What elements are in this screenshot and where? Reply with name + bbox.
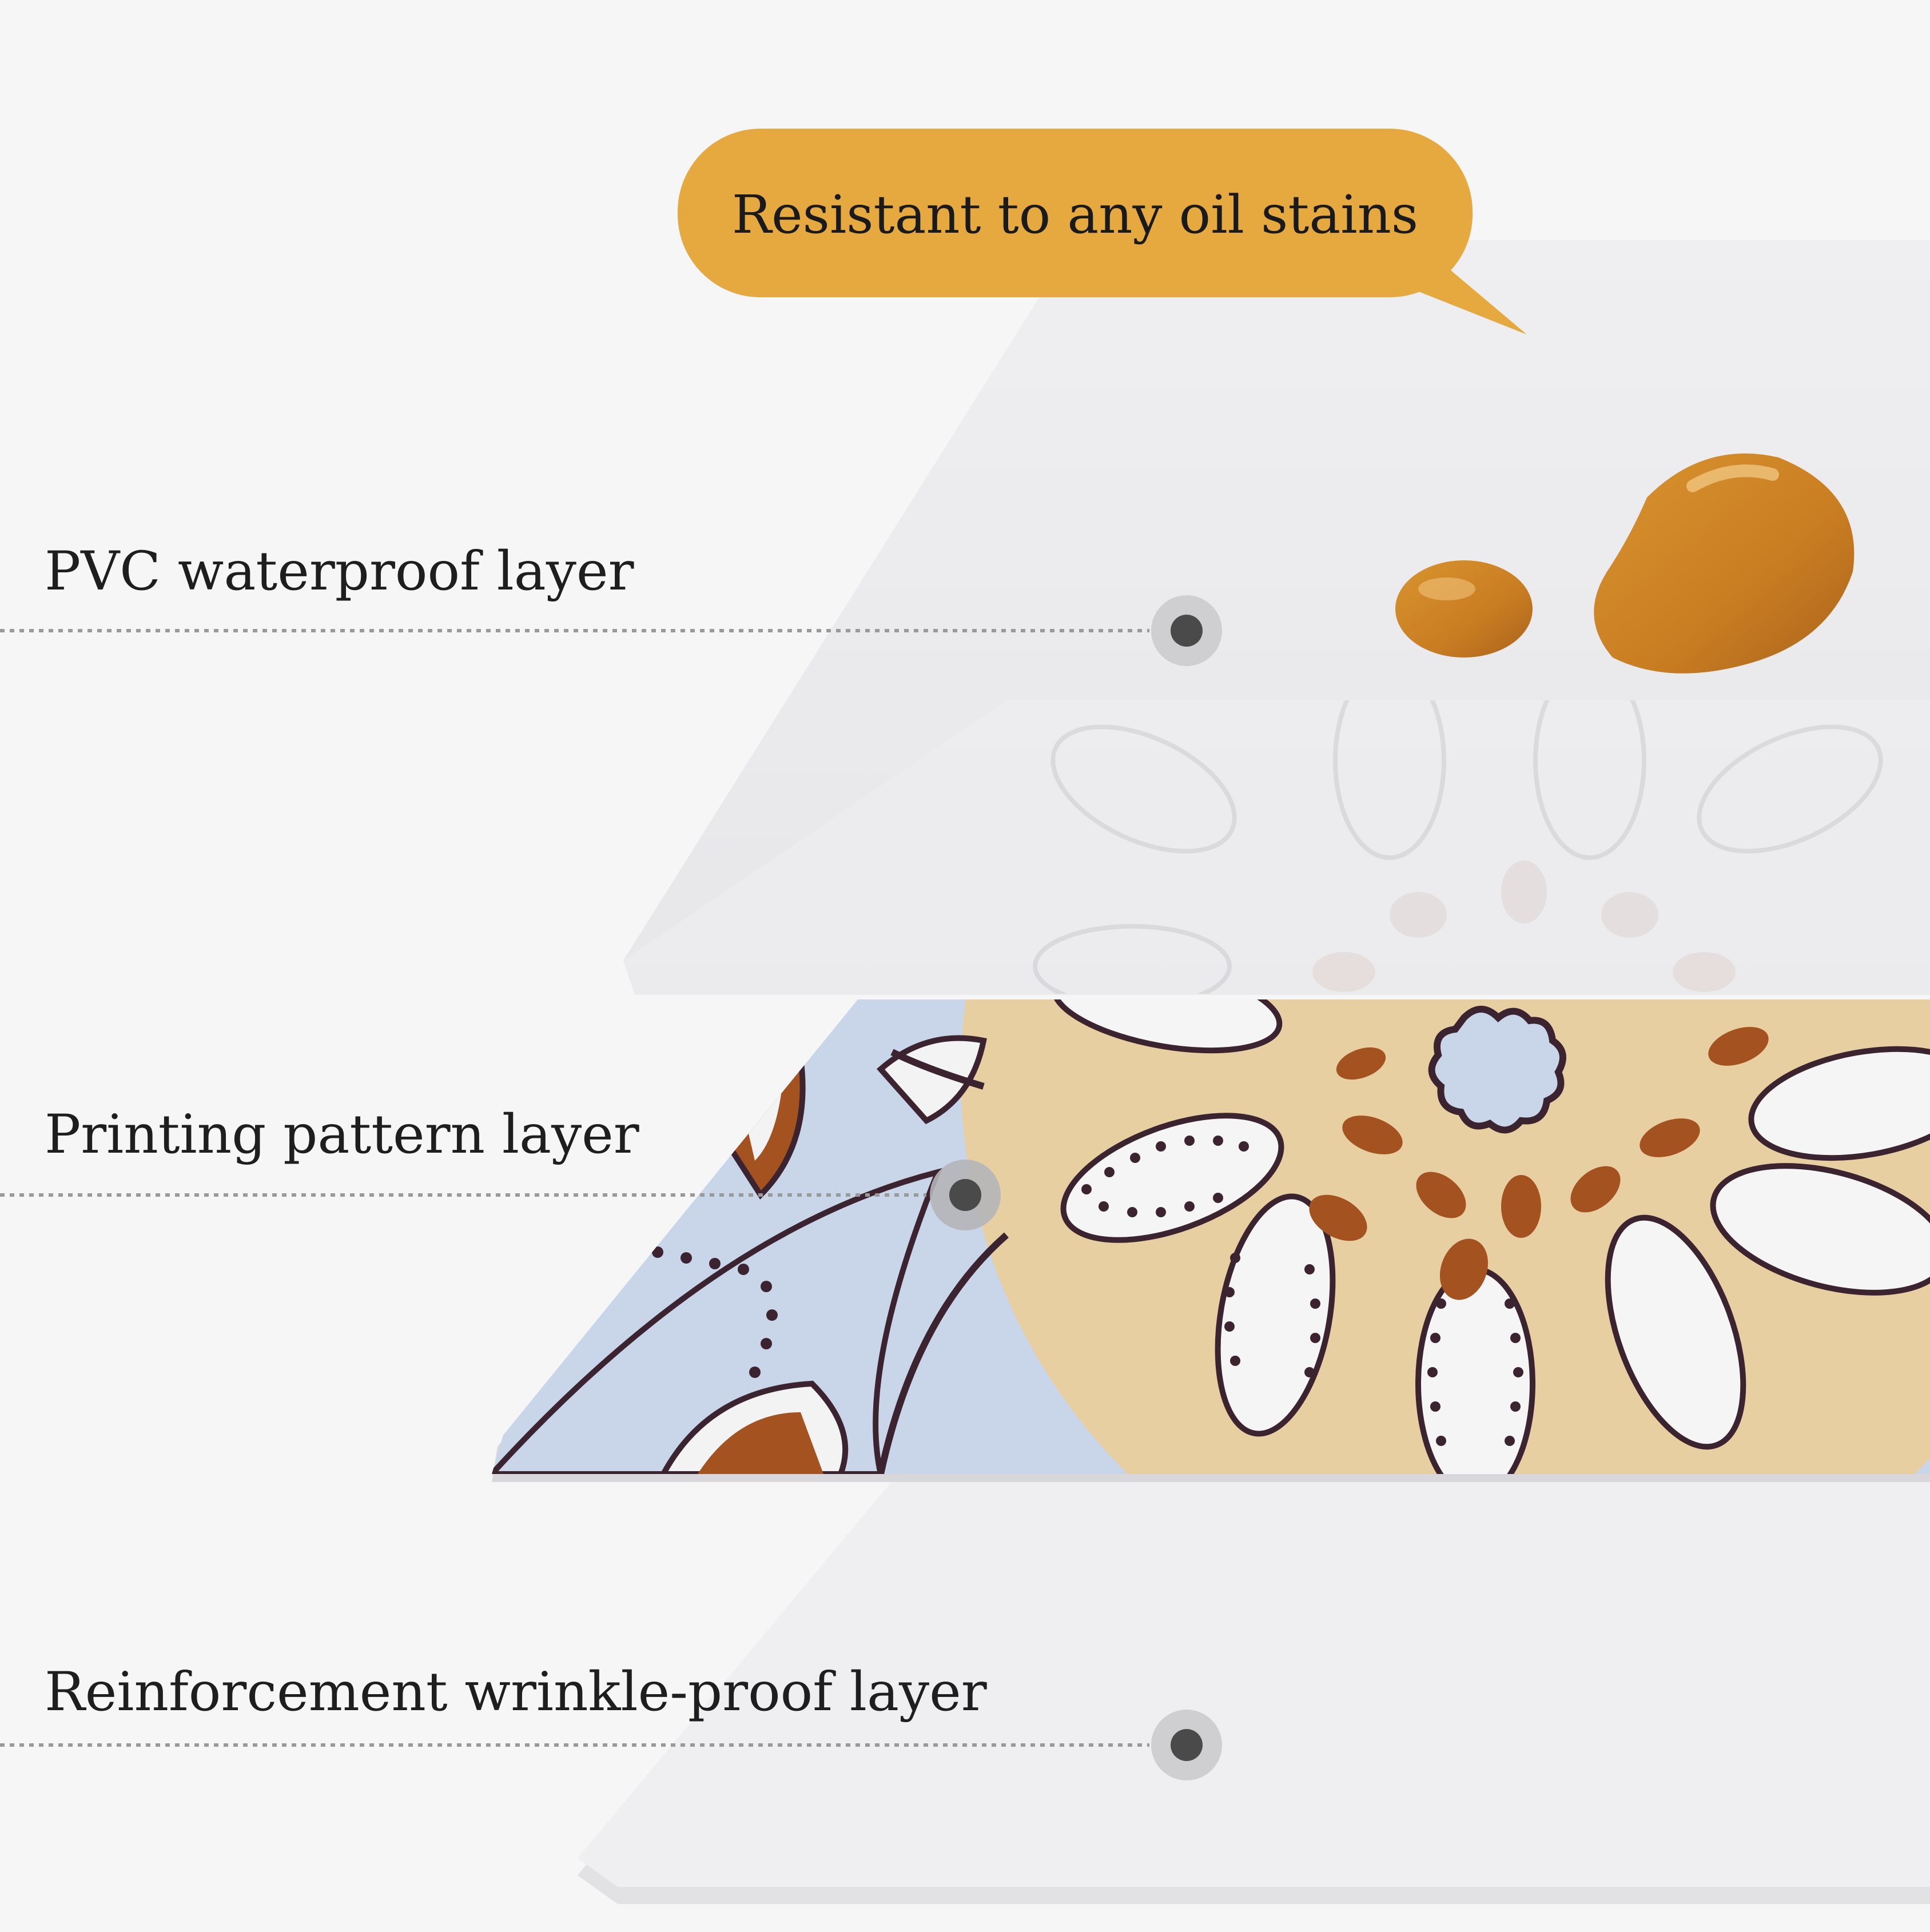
- pvc-layer-label: PVC waterproof layer: [45, 540, 634, 603]
- reinforcement-marker-dot: [1151, 1710, 1222, 1780]
- oil-stain-callout-bubble: [678, 129, 1527, 334]
- print-marker-dot: [930, 1160, 1001, 1230]
- pvc-layer-edge: [623, 700, 1930, 995]
- callout-text: Resistant to any oil stains: [731, 184, 1419, 245]
- reinforcement-layer-label: Reinforcement wrinkle-proof layer: [45, 1661, 987, 1723]
- reinforcement-layer-panel: [578, 1481, 1930, 1904]
- pvc-marker-dot: [1151, 595, 1222, 666]
- oil-drops: [1395, 453, 1855, 674]
- printing-pattern-panel: [492, 999, 1930, 1482]
- printing-layer-label: Printing pattern layer: [45, 1104, 639, 1166]
